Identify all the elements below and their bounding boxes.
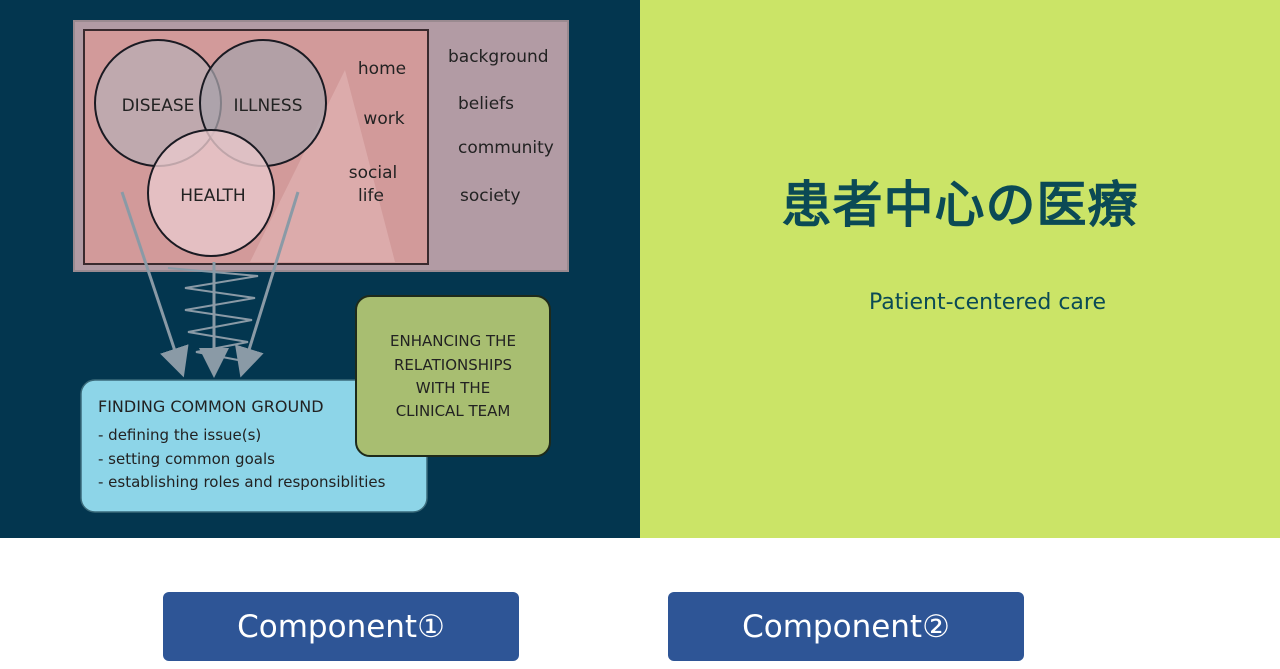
- context-community: community: [458, 138, 554, 158]
- relationships-line: ENHANCING THE: [390, 332, 516, 350]
- context-beliefs: beliefs: [458, 94, 514, 114]
- component-1-button[interactable]: Component①: [163, 592, 519, 661]
- patient-centered-diagram: DISEASE ILLNESS HEALTH home work social …: [73, 20, 569, 513]
- relationships-line: CLINICAL TEAM: [396, 402, 511, 420]
- arrow-right: [235, 191, 300, 378]
- relationships-line: RELATIONSHIPS: [394, 356, 512, 374]
- context-home: home: [358, 59, 406, 79]
- arrow-left: [120, 191, 189, 378]
- page-title: 患者中心の医療: [781, 176, 1139, 234]
- health-label: HEALTH: [180, 186, 245, 206]
- common-ground-item: - setting common goals: [98, 450, 275, 468]
- context-society: society: [460, 186, 521, 206]
- common-ground-item: - establishing roles and responsiblities: [98, 473, 386, 491]
- context-life: life: [358, 186, 384, 206]
- context-social: social: [349, 163, 397, 183]
- title-panel: 患者中心の医療 Patient-centered care: [640, 0, 1280, 538]
- common-ground-title: FINDING COMMON GROUND: [98, 397, 324, 416]
- common-ground-item: - defining the issue(s): [98, 426, 261, 444]
- component-2-button[interactable]: Component②: [668, 592, 1024, 661]
- illness-label: ILLNESS: [234, 96, 303, 116]
- page-subtitle: Patient-centered care: [869, 290, 1107, 315]
- hatched-area: [250, 70, 395, 262]
- relationships-line: WITH THE: [416, 379, 490, 397]
- context-background: background: [448, 47, 549, 67]
- context-work: work: [363, 109, 404, 129]
- disease-label: DISEASE: [122, 96, 195, 116]
- health-circle: [147, 129, 275, 257]
- relationships-box: [355, 295, 551, 457]
- zigzag: [167, 267, 259, 361]
